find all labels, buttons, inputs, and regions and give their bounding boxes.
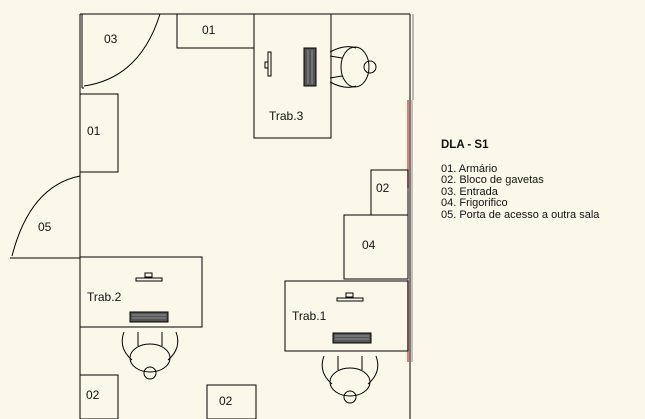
desk-trab3 xyxy=(253,13,332,139)
legend-item: 03. Entrada xyxy=(441,185,498,198)
door-label: 05 xyxy=(38,220,52,234)
keyboard-icon xyxy=(332,332,372,344)
legend-item: 01. Armário xyxy=(441,162,498,175)
drawer-bottom-left-label: 02 xyxy=(86,388,100,402)
fridge-label: 04 xyxy=(362,238,376,252)
cabinet-top xyxy=(176,13,255,49)
entrance-door xyxy=(81,13,161,89)
person-icon xyxy=(121,331,179,380)
legend-item: 04. Frigorifico xyxy=(441,197,508,209)
cabinet-left-label: 01 xyxy=(87,124,101,138)
monitor-icon xyxy=(264,51,272,77)
monitor-icon xyxy=(336,292,364,302)
legend-items: 01. Armário 02. Bloco de gavetas 03. Ent… xyxy=(441,162,600,222)
person-icon xyxy=(321,355,379,404)
closet-label: 03 xyxy=(104,32,118,46)
side-door xyxy=(10,175,81,259)
fridge xyxy=(343,214,409,280)
drawer-bottom-mid-label: 02 xyxy=(219,394,233,408)
keyboard-icon xyxy=(129,311,169,323)
cabinet-top-label: 01 xyxy=(202,23,216,37)
desk-trab1 xyxy=(284,280,409,352)
legend: DLA - S1 01. Armário 02. Bloco de gaveta… xyxy=(441,139,600,222)
person-icon xyxy=(329,46,377,88)
legend-title: DLA - S1 xyxy=(441,139,489,151)
desk-trab1-label: Trab.1 xyxy=(292,309,327,323)
drawer-block-bottom-mid xyxy=(206,384,257,419)
legend-item: 02. Bloco de gavetas xyxy=(441,174,544,186)
drawer-block-bottom-left xyxy=(79,374,119,419)
keyboard-icon xyxy=(303,47,317,87)
drawer-right-label: 02 xyxy=(376,181,390,195)
desk-trab3-label: Trab.3 xyxy=(269,109,304,123)
legend-item: 05. Porta de acesso a outra sala xyxy=(441,208,600,221)
desk-trab2 xyxy=(79,256,203,328)
monitor-icon xyxy=(135,272,163,282)
desk-trab2-label: Trab.2 xyxy=(87,290,122,304)
cabinet-left xyxy=(79,93,119,173)
